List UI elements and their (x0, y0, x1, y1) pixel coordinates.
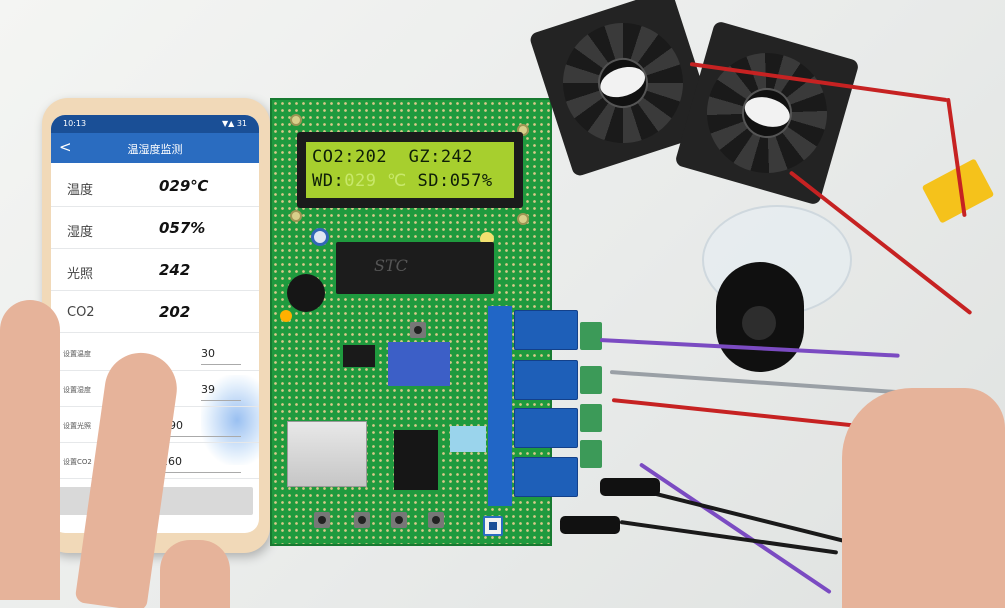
reading-row-co2: CO2 202 (51, 293, 259, 333)
reading-value: 057% (159, 219, 206, 237)
relay-2 (514, 360, 578, 400)
microcontroller-chip: STC (336, 242, 494, 294)
reading-label: CO2 (67, 305, 95, 320)
lcd-line-2-dim: 029 ℃ (344, 171, 407, 191)
setting-co2-input[interactable] (151, 451, 241, 473)
ic-chip (343, 345, 375, 367)
status-led (280, 310, 292, 322)
reading-label: 温度 (67, 183, 94, 198)
relay-4 (514, 457, 578, 497)
relay-terminal (580, 404, 602, 432)
mount-hole (290, 210, 302, 222)
potentiometer[interactable] (311, 228, 329, 246)
back-arrow-icon[interactable]: < (59, 138, 72, 156)
cooling-fan-2 (674, 20, 860, 206)
phone-status-bar: 10:13 ▼▲ 31 (51, 115, 259, 133)
setting-label: 设置温度 (63, 350, 91, 358)
relay-terminal (580, 322, 602, 350)
status-indicators: ▼▲ 31 (221, 119, 247, 128)
reading-row-humidity: 湿度 057% (51, 209, 259, 249)
relay-terminal (580, 440, 602, 468)
app-title: 温湿度监测 (127, 143, 183, 156)
ultrasonic-mist-maker (716, 262, 804, 372)
wifi-module (394, 430, 438, 490)
lcd-line-1: CO2:202 GZ:242 (312, 147, 474, 167)
dc-jack (560, 516, 620, 534)
relay-terminal (580, 366, 602, 394)
thumb (160, 540, 230, 608)
relay-1 (514, 310, 578, 350)
reading-label: 光照 (67, 267, 94, 282)
status-time: 10:13 (63, 119, 87, 128)
relay-driver-strip (488, 306, 512, 506)
reading-label: 湿度 (67, 225, 94, 240)
setting-light-input[interactable] (151, 415, 241, 437)
setting-temperature-input[interactable] (201, 343, 241, 365)
dc-jack (600, 478, 660, 496)
driver-module (388, 342, 450, 386)
reading-row-temperature: 温度 029℃ (51, 167, 259, 207)
setting-label: 设置CO2 (63, 458, 92, 466)
left-hand-fingers (0, 300, 60, 600)
buzzer (287, 274, 325, 312)
lcd-line-2-suffix: SD:057% (406, 171, 493, 191)
reading-row-light: 光照 242 (51, 251, 259, 291)
relay-3 (514, 408, 578, 448)
sd-card-slot (287, 421, 367, 487)
tact-button-4[interactable] (428, 512, 444, 528)
tact-button-1[interactable] (314, 512, 330, 528)
tact-button-2[interactable] (354, 512, 370, 528)
tact-button-3[interactable] (391, 512, 407, 528)
mount-hole (290, 114, 302, 126)
setting-label: 设置光照 (63, 422, 91, 430)
reading-value: 242 (159, 261, 191, 279)
lcd-display: CO2:202 GZ:242 WD:029 ℃ SD:057% (306, 142, 514, 198)
reset-button[interactable] (410, 322, 426, 338)
humidity-sensor (450, 426, 486, 452)
reading-value: 202 (159, 303, 191, 321)
app-title-bar: < 温湿度监测 (51, 133, 259, 163)
power-button[interactable] (483, 516, 503, 536)
setting-label: 设置湿度 (63, 386, 91, 394)
mount-hole (517, 213, 529, 225)
lcd-line-2-prefix: WD: (312, 171, 345, 191)
setting-humidity-input[interactable] (201, 379, 241, 401)
reading-value: 029℃ (159, 177, 209, 195)
right-hand (842, 388, 1005, 608)
